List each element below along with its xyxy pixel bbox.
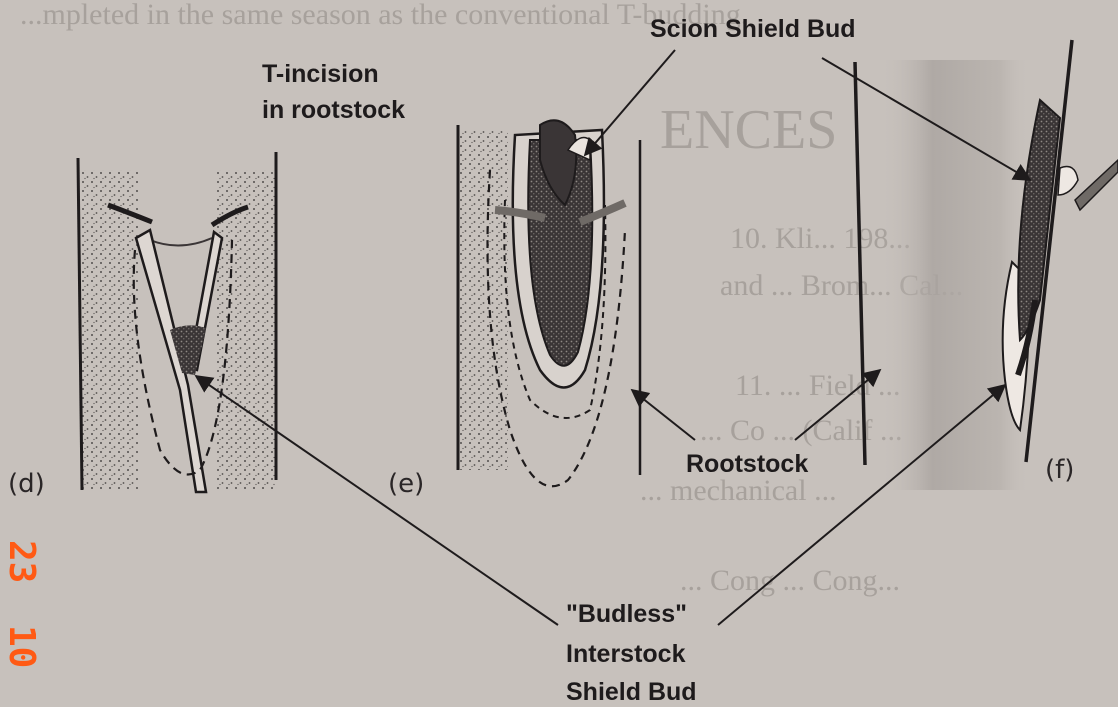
label-rootstock: Rootstock [686, 450, 808, 478]
ghost-line: ... Cong ... Cong... [680, 564, 900, 597]
panel-label-f: (f) [1045, 455, 1074, 485]
panel-d-stem [78, 152, 276, 492]
label-budless-line1: "Budless" [566, 600, 687, 628]
label-scion-shield-bud: Scion Shield Bud [650, 15, 856, 43]
stem-bark-left [458, 130, 508, 470]
scion-bud [1058, 167, 1078, 196]
stem-outline-left [855, 62, 865, 465]
t-cut-line [150, 238, 212, 246]
stem-bark-left [80, 170, 138, 490]
panel-f-stem [855, 40, 1118, 490]
panel-e-stem [458, 120, 640, 486]
side-shoot [1075, 160, 1118, 210]
label-t-incision: T-incision in rootstock [262, 60, 405, 124]
panel-label-d: (d) [8, 469, 45, 499]
label-budless-interstock: "Budless" Interstock Shield Bud [566, 600, 697, 706]
bark-shading [880, 60, 1030, 490]
label-budless-line3: Shield Bud [566, 678, 697, 706]
label-budless-line2: Interstock [566, 640, 686, 668]
label-t-incision-line1: T-incision [262, 60, 379, 88]
date-stamp-month: 10 [1, 625, 42, 668]
ghost-line: ... mechanical ... [640, 474, 837, 507]
label-t-incision-line2: in rootstock [262, 96, 405, 124]
ghost-line: ENCES [660, 99, 837, 161]
camera-date-stamp: 23 10 [1, 540, 42, 668]
ghost-line: ... Co ... (Calif ... [700, 414, 903, 447]
ghost-line: ...mpleted in the same season as the con… [20, 0, 748, 31]
date-stamp-day: 23 [1, 540, 42, 583]
panel-label-e: (e) [388, 469, 424, 499]
arrow-rootstock-e [632, 390, 695, 440]
